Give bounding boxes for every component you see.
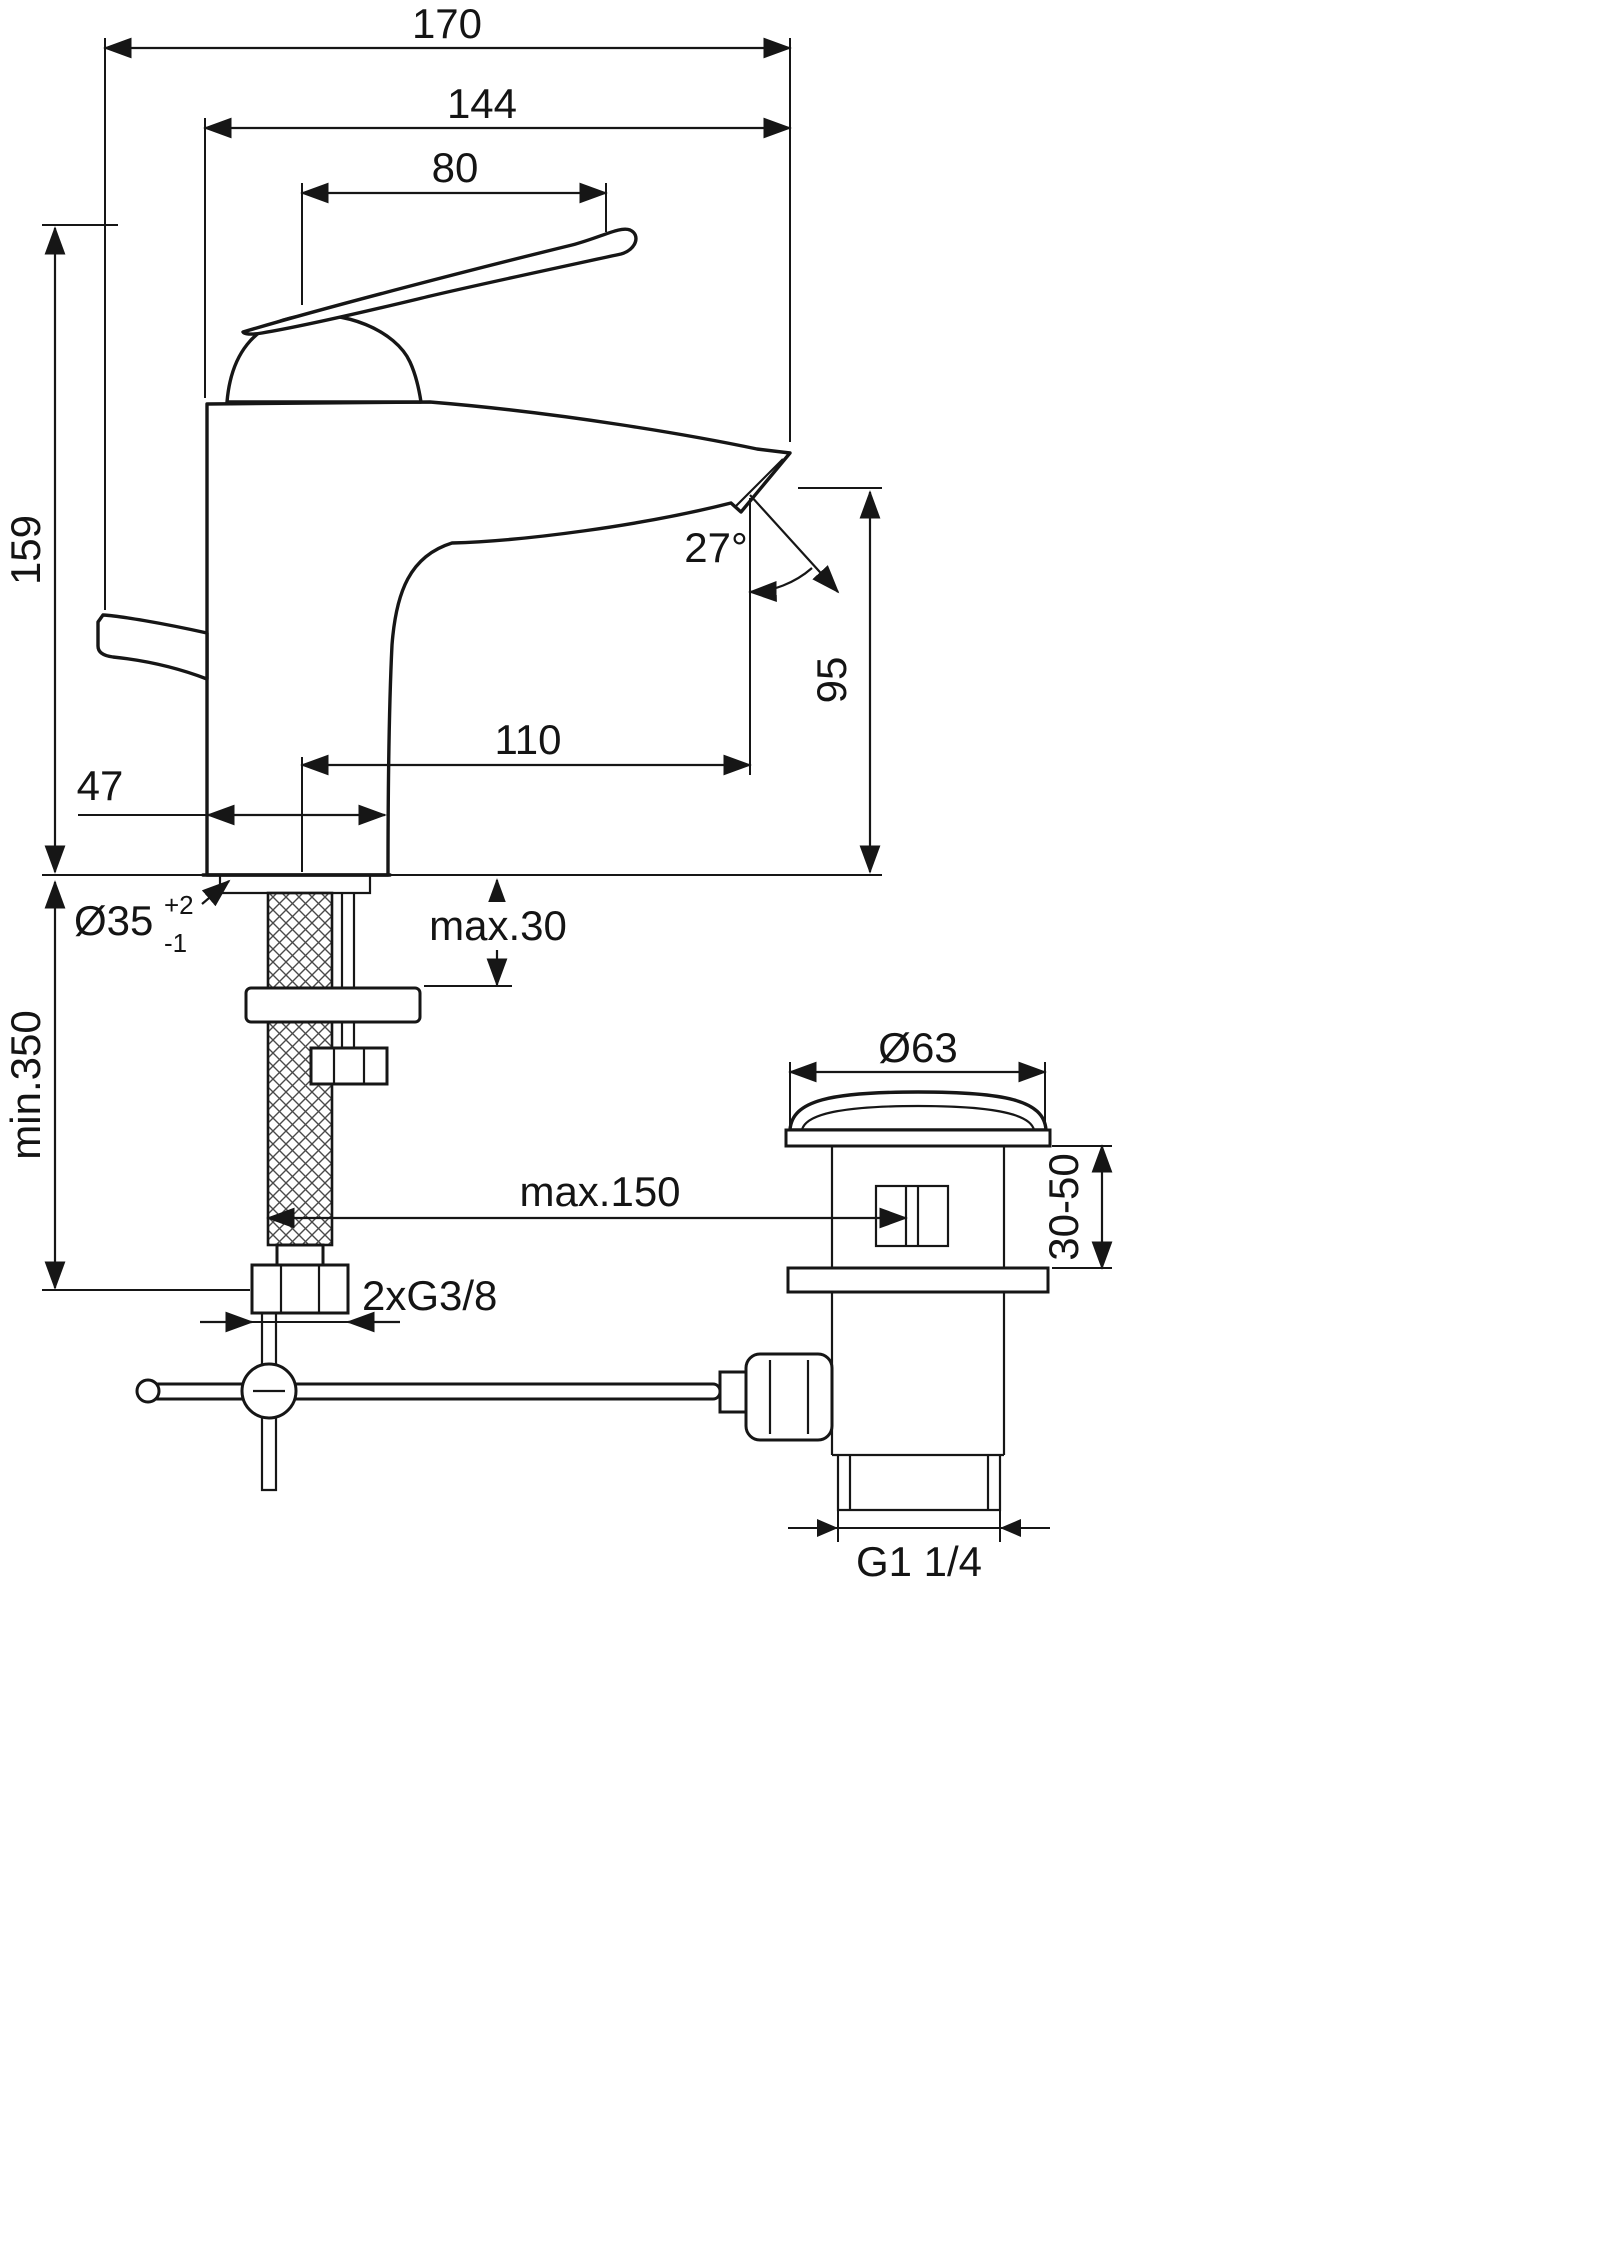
dim-hose-length-label: min.350 [2, 1010, 49, 1159]
dim-total-depth-label: 170 [412, 0, 482, 47]
dim-body-depth: 144 [203, 80, 792, 398]
dim-hole-diameter: Ø35 +2 -1 [74, 879, 231, 958]
dim-hole-tol-plus: +2 [164, 890, 194, 920]
dim-deck-thickness: max.30 [420, 878, 576, 987]
dim-rod-reach-label: max.150 [519, 1168, 680, 1215]
dim-clamp-range: 30-50 [1040, 1144, 1113, 1270]
waste-thread-body [836, 1455, 1002, 1512]
dim-spout-angle: 27° [684, 494, 840, 775]
dim-supply-thread-label: 2xG3/8 [362, 1272, 497, 1319]
pop-up-rod [135, 1362, 722, 1420]
dim-base-depth: 47 [77, 762, 387, 826]
aerator-face-line [735, 458, 784, 507]
dim-body-depth-label: 144 [447, 80, 517, 127]
rod-tee-nut [744, 1352, 834, 1442]
dim-waste-diameter: Ø63 [788, 1024, 1047, 1126]
dim-total-height: 159 [2, 224, 118, 874]
dim-handle-length-label: 80 [432, 144, 479, 191]
rod-collar [718, 1370, 748, 1414]
dim-hole-diameter-label: Ø35 [74, 897, 153, 944]
dim-deck-thickness-label: max.30 [429, 902, 567, 949]
side-lever [96, 613, 209, 681]
horizontal-rod [140, 1382, 722, 1401]
waste-flange [784, 1128, 1052, 1148]
rod-ball-end [135, 1378, 161, 1404]
dim-spout-reach-label: 110 [495, 716, 562, 763]
dim-spout-height: 95 [798, 487, 882, 874]
handle-lever [241, 227, 638, 336]
dim-waste-diameter-label: Ø63 [878, 1024, 957, 1071]
dim-base-depth-label: 47 [77, 762, 124, 809]
dim-spout-angle-label: 27° [684, 524, 748, 571]
overflow-window [874, 1184, 950, 1248]
dim-waste-thread-label: G1 1/4 [856, 1538, 982, 1585]
dim-rod-reach: max.150 [266, 1168, 908, 1229]
handle-dome [225, 313, 423, 404]
clamp-flange [786, 1266, 1050, 1294]
drain-assembly [718, 1090, 1052, 1512]
mounting-nut [309, 1046, 389, 1086]
base-flange [218, 875, 372, 895]
dim-total-depth: 170 [103, 0, 792, 610]
hose-ferrule [275, 1243, 325, 1267]
waste-plug-dome [788, 1090, 1048, 1132]
dim-waste-thread: G1 1/4 [788, 1510, 1050, 1585]
dim-handle-length: 80 [300, 144, 608, 305]
dim-total-height-label: 159 [2, 515, 49, 585]
dim-supply-thread: 2xG3/8 [200, 1272, 497, 1333]
dim-spout-reach: 110 [300, 716, 752, 872]
dim-hole-tol-minus: -1 [164, 928, 187, 958]
mounting-plate [244, 986, 422, 1024]
dim-clamp-range-label: 30-50 [1040, 1153, 1087, 1260]
dim-spout-height-label: 95 [808, 657, 855, 704]
dim-hose-length: min.350 [2, 880, 250, 1291]
hose-connector-nut [250, 1263, 350, 1315]
